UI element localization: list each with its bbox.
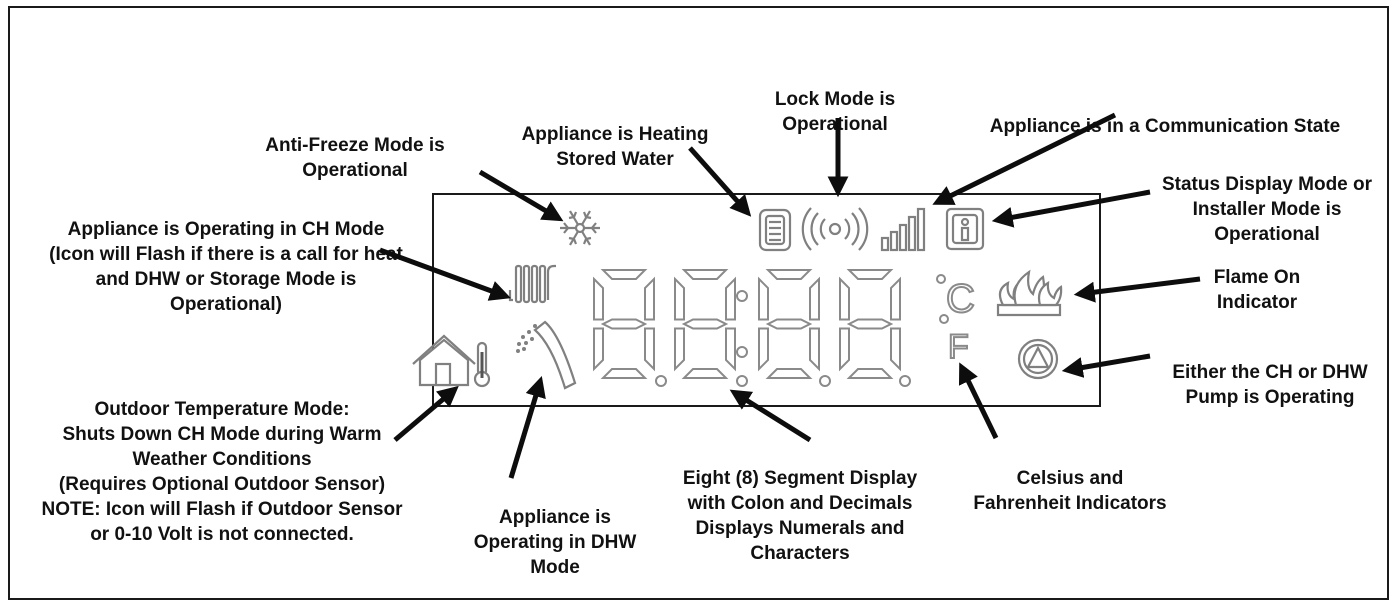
- decimal-dot-2: [736, 375, 748, 387]
- pump-icon: [1017, 338, 1059, 380]
- segment-e: [674, 327, 685, 372]
- lock-wave-icon: [801, 207, 869, 251]
- storage-tank-icon: [758, 208, 792, 252]
- segment-d: [765, 368, 813, 379]
- degree-symbol-c: [936, 274, 946, 284]
- arrow-dhw-mode: [508, 375, 546, 479]
- segment-d: [600, 368, 648, 379]
- colon-dot-top: [736, 290, 748, 302]
- celsius-symbol: C: [946, 277, 975, 321]
- segment-c: [890, 327, 901, 372]
- segment-b: [890, 276, 901, 321]
- arrow-ch-mode: [379, 247, 511, 301]
- fahrenheit-symbol: F: [948, 328, 969, 366]
- arrow-anti-freeze: [478, 169, 564, 222]
- house-thermometer-icon: [412, 334, 491, 388]
- segment-a: [681, 269, 729, 280]
- arrow-outdoor-temp: [393, 385, 459, 442]
- segment-a: [846, 269, 894, 280]
- segment-e: [593, 327, 604, 372]
- radiator-icon: [508, 264, 556, 304]
- segment-f: [593, 276, 604, 321]
- snowflake-icon: [560, 210, 600, 246]
- colon-dot-bottom: [736, 346, 748, 358]
- arrow-communication-state: [932, 112, 1117, 205]
- segment-digit-3: [758, 269, 820, 379]
- segment-d: [846, 368, 894, 379]
- callout-arrows: [379, 112, 1201, 479]
- arrow-status-display: [991, 189, 1151, 228]
- segment-b: [725, 276, 736, 321]
- segment-display: [593, 269, 901, 379]
- decimal-dot-3: [819, 375, 831, 387]
- segment-digit-2: [674, 269, 736, 379]
- arrow-pump: [1061, 353, 1151, 378]
- segment-a: [765, 269, 813, 280]
- segment-digit-1: [593, 269, 655, 379]
- segment-d: [681, 368, 729, 379]
- segment-digit-4: [839, 269, 901, 379]
- arrow-flame-on: [1073, 276, 1201, 303]
- segment-e: [839, 327, 850, 372]
- segment-f: [674, 276, 685, 321]
- segment-c: [809, 327, 820, 372]
- segment-a: [600, 269, 648, 280]
- arrow-heating-stored-water: [688, 146, 752, 217]
- decimal-dot-4: [899, 375, 911, 387]
- segment-g: [681, 318, 729, 330]
- decimal-dot-1: [655, 375, 667, 387]
- degree-symbol-f: [939, 314, 949, 324]
- segment-g: [600, 318, 648, 330]
- segment-c: [725, 327, 736, 372]
- shower-icon: [516, 320, 577, 390]
- flame-icon: [996, 269, 1063, 317]
- label-outdoor-temp: Outdoor Temperature Mode:Shuts Down CH M…: [41, 399, 403, 545]
- label-ch-mode: Appliance is Operating in CH Mode(Icon w…: [49, 219, 403, 315]
- info-icon: [945, 207, 985, 251]
- segment-f: [758, 276, 769, 321]
- label-communication-state: Appliance is in a Communication State: [989, 116, 1341, 137]
- arrow-temp-units: [958, 362, 999, 440]
- segment-f: [839, 276, 850, 321]
- signal-bars-icon: [880, 207, 926, 252]
- segment-c: [644, 327, 655, 372]
- segment-b: [809, 276, 820, 321]
- segment-e: [758, 327, 769, 372]
- segment-g: [765, 318, 813, 330]
- segment-g: [846, 318, 894, 330]
- segment-b: [644, 276, 655, 321]
- arrow-segment-display: [729, 389, 812, 443]
